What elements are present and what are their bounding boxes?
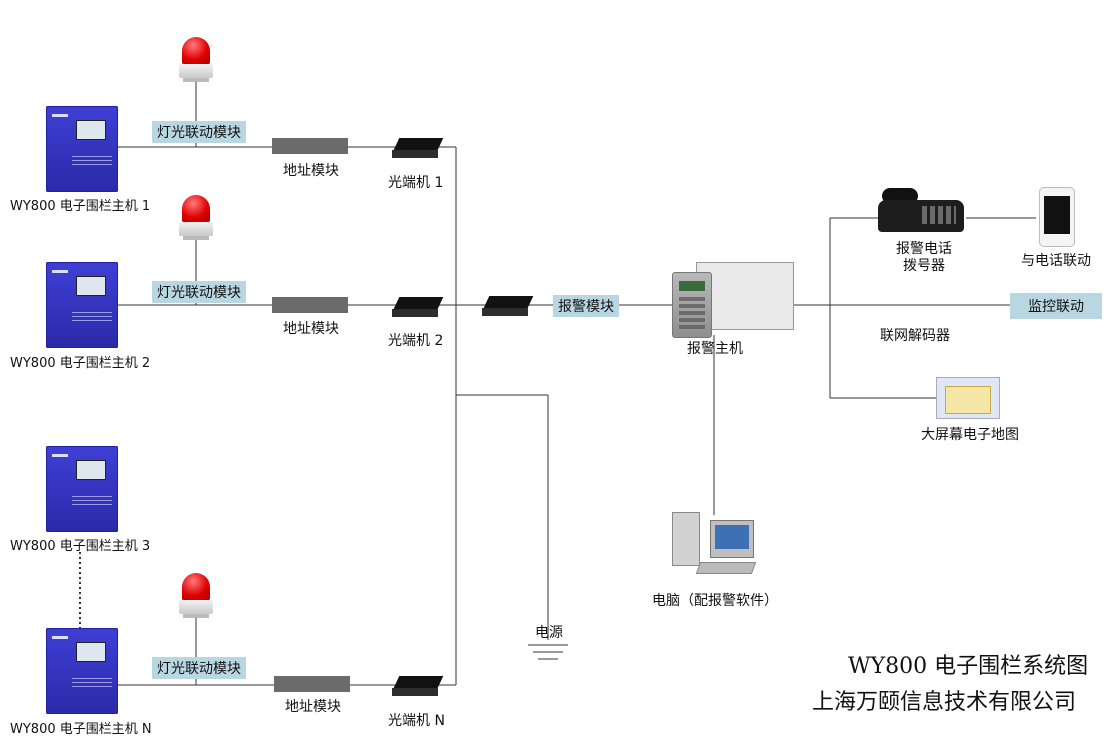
mobile-label: 与电话联动 <box>1021 253 1091 269</box>
alarm-host-cabinet <box>696 262 794 330</box>
optical-transceiver-2-label: 光端机 2 <box>388 333 444 349</box>
address-module-n-bar <box>274 676 350 692</box>
diagram-title: WY800 电子围栏系统图 <box>848 654 1089 679</box>
fence-host-1 <box>46 106 118 192</box>
address-module-2-bar <box>272 297 348 313</box>
central-optical-transceiver-icon <box>482 296 534 318</box>
host-1-label: WY800 电子围栏主机 1 <box>10 199 151 214</box>
alarm-host-label: 报警主机 <box>687 341 743 357</box>
alarm-light-icon <box>179 37 213 85</box>
host-n-label: WY800 电子围栏主机 N <box>10 722 152 737</box>
optical-transceiver-2-icon <box>392 297 444 319</box>
fence-host-n <box>46 628 118 714</box>
light-module-1: 灯光联动模块 <box>152 121 246 143</box>
alarm-light-icon <box>179 195 213 243</box>
fence-host-2 <box>46 262 118 348</box>
pc-tower-icon <box>672 512 700 566</box>
optical-transceiver-1-icon <box>392 138 444 160</box>
host-2-label: WY800 电子围栏主机 2 <box>10 356 151 371</box>
phone-label-line2: 拨号器 <box>903 258 945 274</box>
phone-label-line1: 报警电话 <box>896 241 952 257</box>
address-module-2-label: 地址模块 <box>283 321 339 337</box>
mobile-phone-icon <box>1039 187 1075 247</box>
address-module-n-label: 地址模块 <box>285 699 341 715</box>
monitor-linkage: 监控联动 <box>1010 293 1102 319</box>
light-module-2: 灯光联动模块 <box>152 281 246 303</box>
fence-host-3 <box>46 446 118 532</box>
decoder-label: 联网解码器 <box>880 328 950 344</box>
alarm-light-icon <box>179 573 213 621</box>
pc-keyboard-icon <box>695 562 757 574</box>
company-name: 上海万颐信息技术有限公司 <box>812 690 1077 715</box>
optical-transceiver-n-icon <box>392 676 444 698</box>
alarm-module: 报警模块 <box>553 295 619 317</box>
power-label: 电源 <box>535 625 563 641</box>
electronic-map-icon <box>936 377 1000 419</box>
address-module-1-label: 地址模块 <box>283 163 339 179</box>
pc-label: 电脑（配报警软件） <box>652 593 778 609</box>
map-label: 大屏幕电子地图 <box>921 427 1019 443</box>
alarm-keypad-icon <box>672 272 712 338</box>
optical-transceiver-n-label: 光端机 N <box>388 713 445 729</box>
light-module-n: 灯光联动模块 <box>152 657 246 679</box>
alarm-phone-icon <box>878 188 964 234</box>
pc-monitor-icon <box>710 520 754 558</box>
host-3-label: WY800 电子围栏主机 3 <box>10 539 151 554</box>
optical-transceiver-1-label: 光端机 1 <box>388 175 444 191</box>
address-module-1-bar <box>272 138 348 154</box>
